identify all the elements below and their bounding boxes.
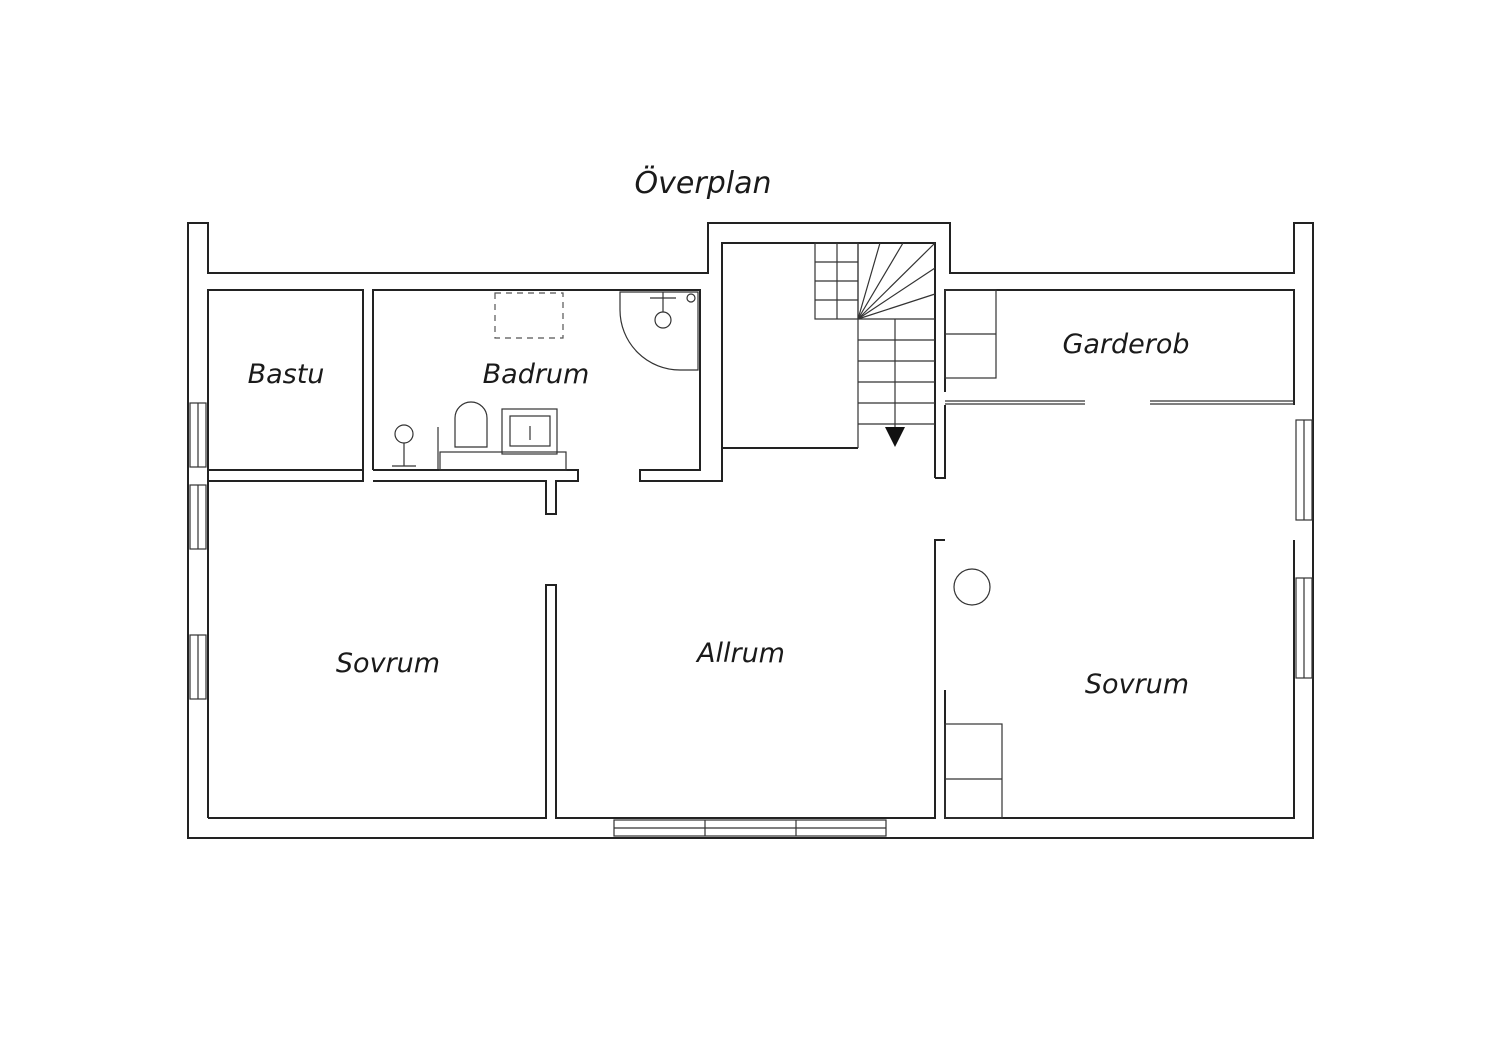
- vanity-counter: [439, 451, 567, 471]
- room-label-sovrum-right: Sovrum: [1085, 669, 1189, 700]
- staircase-icon: [814, 242, 936, 448]
- corner-shower-icon: [619, 291, 699, 371]
- room-label-sovrum-left: Sovrum: [336, 648, 440, 679]
- room-label-bastu: Bastu: [248, 359, 325, 390]
- windows: [189, 402, 1313, 837]
- toilet-icon: [454, 401, 488, 448]
- down-arrow-icon: [885, 427, 905, 447]
- plan-title: Överplan: [635, 165, 772, 201]
- interior-walls: [208, 405, 946, 515]
- ceiling-hatch: [494, 292, 564, 339]
- room-label-badrum: Badrum: [483, 359, 590, 390]
- closet: [944, 723, 1003, 819]
- room-label-allrum: Allrum: [695, 638, 785, 669]
- sauna-heater-icon: [392, 424, 439, 469]
- round-column-icon: [953, 568, 991, 606]
- wardrobe-doors: [944, 289, 1294, 405]
- sink-icon: [501, 408, 558, 455]
- outer-walls: [187, 222, 1314, 839]
- room-label-garderob: Garderob: [1062, 329, 1189, 360]
